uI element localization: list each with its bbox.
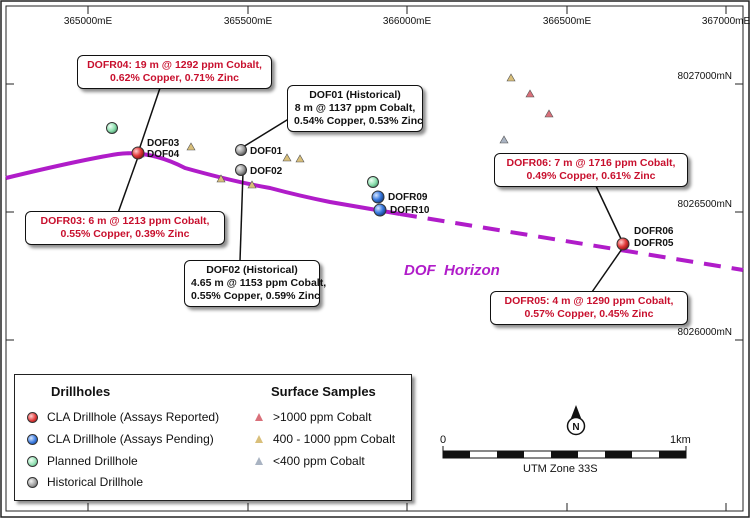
easting-label-2: 365500mE [224,16,273,27]
drillhole-label-dofr09: DOFR09 [388,192,428,203]
sample-triangle-mid [506,73,516,82]
drillhole-label-dofr10: DOFR10 [390,205,430,216]
map-legend: Drillholes Surface Samples CLA Drillhole… [14,374,412,501]
callout-dofr04: DOFR04: 19 m @ 1292 ppm Cobalt, 0.62% Co… [77,55,272,89]
blue-drillhole-icon [27,434,38,446]
scale-end-label: 1km [670,434,691,446]
legend-item-label: Planned Drillhole [47,454,138,468]
callout-dof02: DOF02 (Historical) 4.65 m @ 1153 ppm Cob… [184,260,327,307]
legend-drillholes-title: Drillholes [51,384,111,399]
sample-triangle-high [544,109,554,118]
legend-item-sample-mid: 400 - 1000 ppm Cobalt [255,431,395,447]
drillhole-dofr09-marker [371,190,385,204]
drillhole-label-dofr06: DOFR06 [634,226,674,237]
legend-item-planned: Planned Drillhole [27,453,138,469]
drillhole-dof02-marker [235,164,247,176]
dof-horizon-label: DOF Horizon [404,262,500,279]
grey-triangle-icon [255,456,263,465]
drillhole-label-dofr05: DOFR05 [634,238,674,249]
legend-item-label: >1000 ppm Cobalt [273,410,372,424]
northing-label-1: 8027000mN [678,71,732,82]
callout-dofr03-line2: 0.55% Copper, 0.39% Zinc [60,228,190,240]
legend-item-sample-high: >1000 ppm Cobalt [255,409,371,425]
sample-triangle-mid [186,142,196,151]
drillhole-label-dof03: DOF03 [147,138,180,149]
surface-samples [135,73,554,189]
legend-item-label: 400 - 1000 ppm Cobalt [273,432,396,446]
callout-dof01-line3: 0.54% Copper, 0.53% Zinc [294,115,423,127]
sample-triangle-low [499,135,509,144]
red-triangle-icon [255,412,263,421]
northing-label-2: 8026500mN [678,199,732,210]
legend-item-sample-low: <400 ppm Cobalt [255,453,365,469]
callout-dofr04-line2: 0.62% Copper, 0.71% Zinc [110,72,239,84]
callout-dof02-line1: DOF02 (Historical) [206,264,298,276]
callout-dofr05-line2: 0.57% Copper, 0.45% Zinc [524,308,654,320]
callout-dofr06: DOFR06: 7 m @ 1716 ppm Cobalt, 0.49% Cop… [494,153,688,187]
legend-item-cla-pending: CLA Drillhole (Assays Pending) [27,431,214,447]
sample-triangle-mid [295,154,305,163]
north-arrow-label: N [572,422,579,433]
drillhole-label-dof01: DOF01 [250,146,283,157]
grey-drillhole-icon [27,477,38,489]
callout-dof01-line2: 8 m @ 1137 ppm Cobalt, [294,102,416,114]
dof-horizon-line-dashed [399,212,744,272]
callout-dof01-line1: DOF01 (Historical) [309,89,401,101]
callout-leaders [117,87,625,293]
scale-start-label: 0 [440,434,447,446]
dof-horizon-line-solid [5,151,401,216]
callout-dof02-line3: 0.55% Copper, 0.59% Zinc [191,290,320,302]
scale-bar [442,446,687,459]
sample-triangle-mid [247,180,257,189]
callout-dof02-line2: 4.65 m @ 1153 ppm Cobalt, [191,277,327,289]
easting-label-1: 365000mE [64,16,113,27]
legend-samples-title: Surface Samples [271,384,376,399]
legend-item-label: CLA Drillhole (Assays Pending) [47,432,214,446]
callout-dof01: DOF01 (Historical) 8 m @ 1137 ppm Cobalt… [287,85,423,132]
easting-label-4: 366500mE [543,16,592,27]
legend-item-historical: Historical Drillhole [27,474,143,490]
planned-drillhole-marker [106,122,118,134]
callout-dofr06-line2: 0.49% Copper, 0.61% Zinc [526,170,656,182]
sample-triangle-mid [216,174,226,183]
yellow-triangle-icon [255,434,263,443]
drillhole-label-dof02: DOF02 [250,166,283,177]
callout-dofr05: DOFR05: 4 m @ 1290 ppm Cobalt, 0.57% Cop… [490,291,688,325]
legend-item-label: CLA Drillhole (Assays Reported) [47,410,220,424]
legend-item-label: Historical Drillhole [47,475,144,489]
drillhole-dofr03-dofr04-marker [131,146,145,160]
legend-item-cla-reported: CLA Drillhole (Assays Reported) [27,409,219,425]
callout-dofr04-line1: DOFR04: 19 m @ 1292 ppm Cobalt, [87,59,262,71]
northing-label-3: 8026000mN [678,327,732,338]
callout-dofr03-line1: DOFR03: 6 m @ 1213 ppm Cobalt, [40,215,210,227]
callout-dofr06-line1: DOFR06: 7 m @ 1716 ppm Cobalt, [506,157,676,169]
drillhole-label-dof04: DOF04 [147,149,180,160]
sample-triangle-high [525,89,535,98]
red-drillhole-icon [27,412,38,424]
callout-dofr03: DOFR03: 6 m @ 1213 ppm Cobalt, 0.55% Cop… [25,211,225,245]
map-inner-frame [5,5,744,512]
drillhole-dofr05-dofr06-marker [616,237,630,251]
grid-ticks [6,6,743,511]
callout-dofr05-line1: DOFR05: 4 m @ 1290 ppm Cobalt, [504,295,674,307]
sample-triangle-mid [282,153,292,162]
north-arrow-icon: N [566,405,586,436]
drillhole-dofr10-marker [373,203,387,217]
scale-caption: UTM Zone 33S [523,463,598,475]
drillhole-dof01-marker [235,144,247,156]
green-drillhole-icon [27,456,38,468]
legend-item-label: <400 ppm Cobalt [273,454,365,468]
planned-drillhole-marker [367,176,379,188]
easting-label-3: 366000mE [383,16,432,27]
easting-label-5: 367000mE [702,16,750,27]
